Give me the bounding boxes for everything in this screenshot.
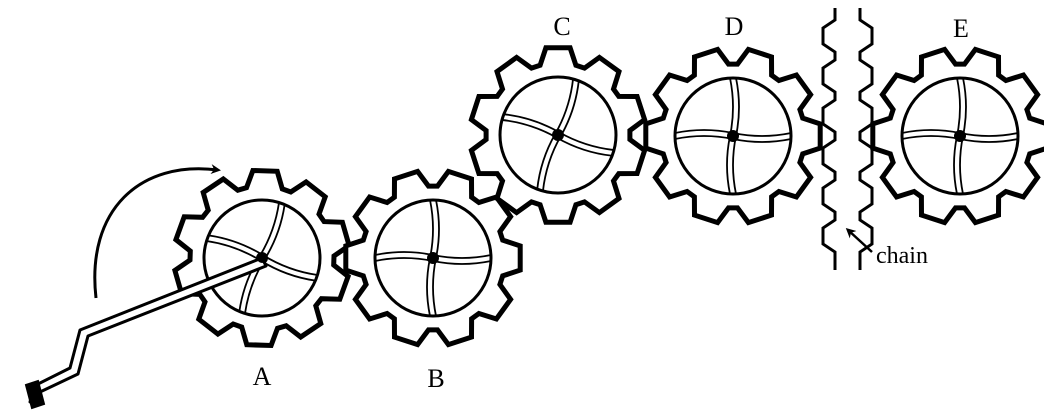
gear-spoke — [560, 80, 580, 137]
chain-left-strand — [821, 8, 837, 270]
chain-right-strand — [858, 8, 874, 270]
gear-axle — [552, 129, 564, 141]
chain-label: chain — [876, 243, 928, 269]
gear-spoke — [901, 129, 961, 134]
crank-handle — [24, 253, 268, 410]
gear-spoke — [536, 133, 556, 190]
gear-spoke — [735, 77, 740, 137]
gear-c — [468, 45, 648, 225]
gear-label-c: C — [553, 12, 570, 41]
gear-spoke — [732, 138, 792, 143]
gear-spoke — [556, 137, 613, 157]
gear-spoke — [962, 77, 967, 137]
crank-grip — [24, 379, 46, 410]
gear-spoke — [435, 199, 440, 259]
gear-spoke — [432, 260, 492, 265]
gear-spoke — [674, 129, 734, 134]
gear-spoke — [374, 251, 434, 256]
gear-label-a: A — [253, 362, 272, 391]
crank-pivot — [257, 253, 267, 263]
gear-axle — [427, 252, 439, 264]
gear-spoke — [726, 135, 731, 195]
gear-b — [343, 168, 523, 348]
chain — [821, 8, 874, 270]
rotation-arrow-icon — [93, 164, 221, 299]
crank-arm — [28, 256, 268, 406]
gear-label-b: B — [427, 364, 444, 393]
gear-spoke — [264, 204, 286, 260]
gear-e — [870, 46, 1044, 226]
gear-spoke — [426, 257, 431, 317]
gear-axle — [954, 130, 966, 142]
gear-label-e: E — [953, 14, 969, 43]
gear-d — [643, 46, 823, 226]
chain-pointer-arrow-icon — [845, 227, 873, 253]
gear-spoke — [959, 138, 1019, 143]
gear-label-d: D — [725, 12, 744, 41]
gear-spoke — [208, 234, 264, 256]
gear-spoke — [503, 113, 560, 133]
gear-spoke — [953, 135, 958, 195]
gear-axle — [727, 130, 739, 142]
